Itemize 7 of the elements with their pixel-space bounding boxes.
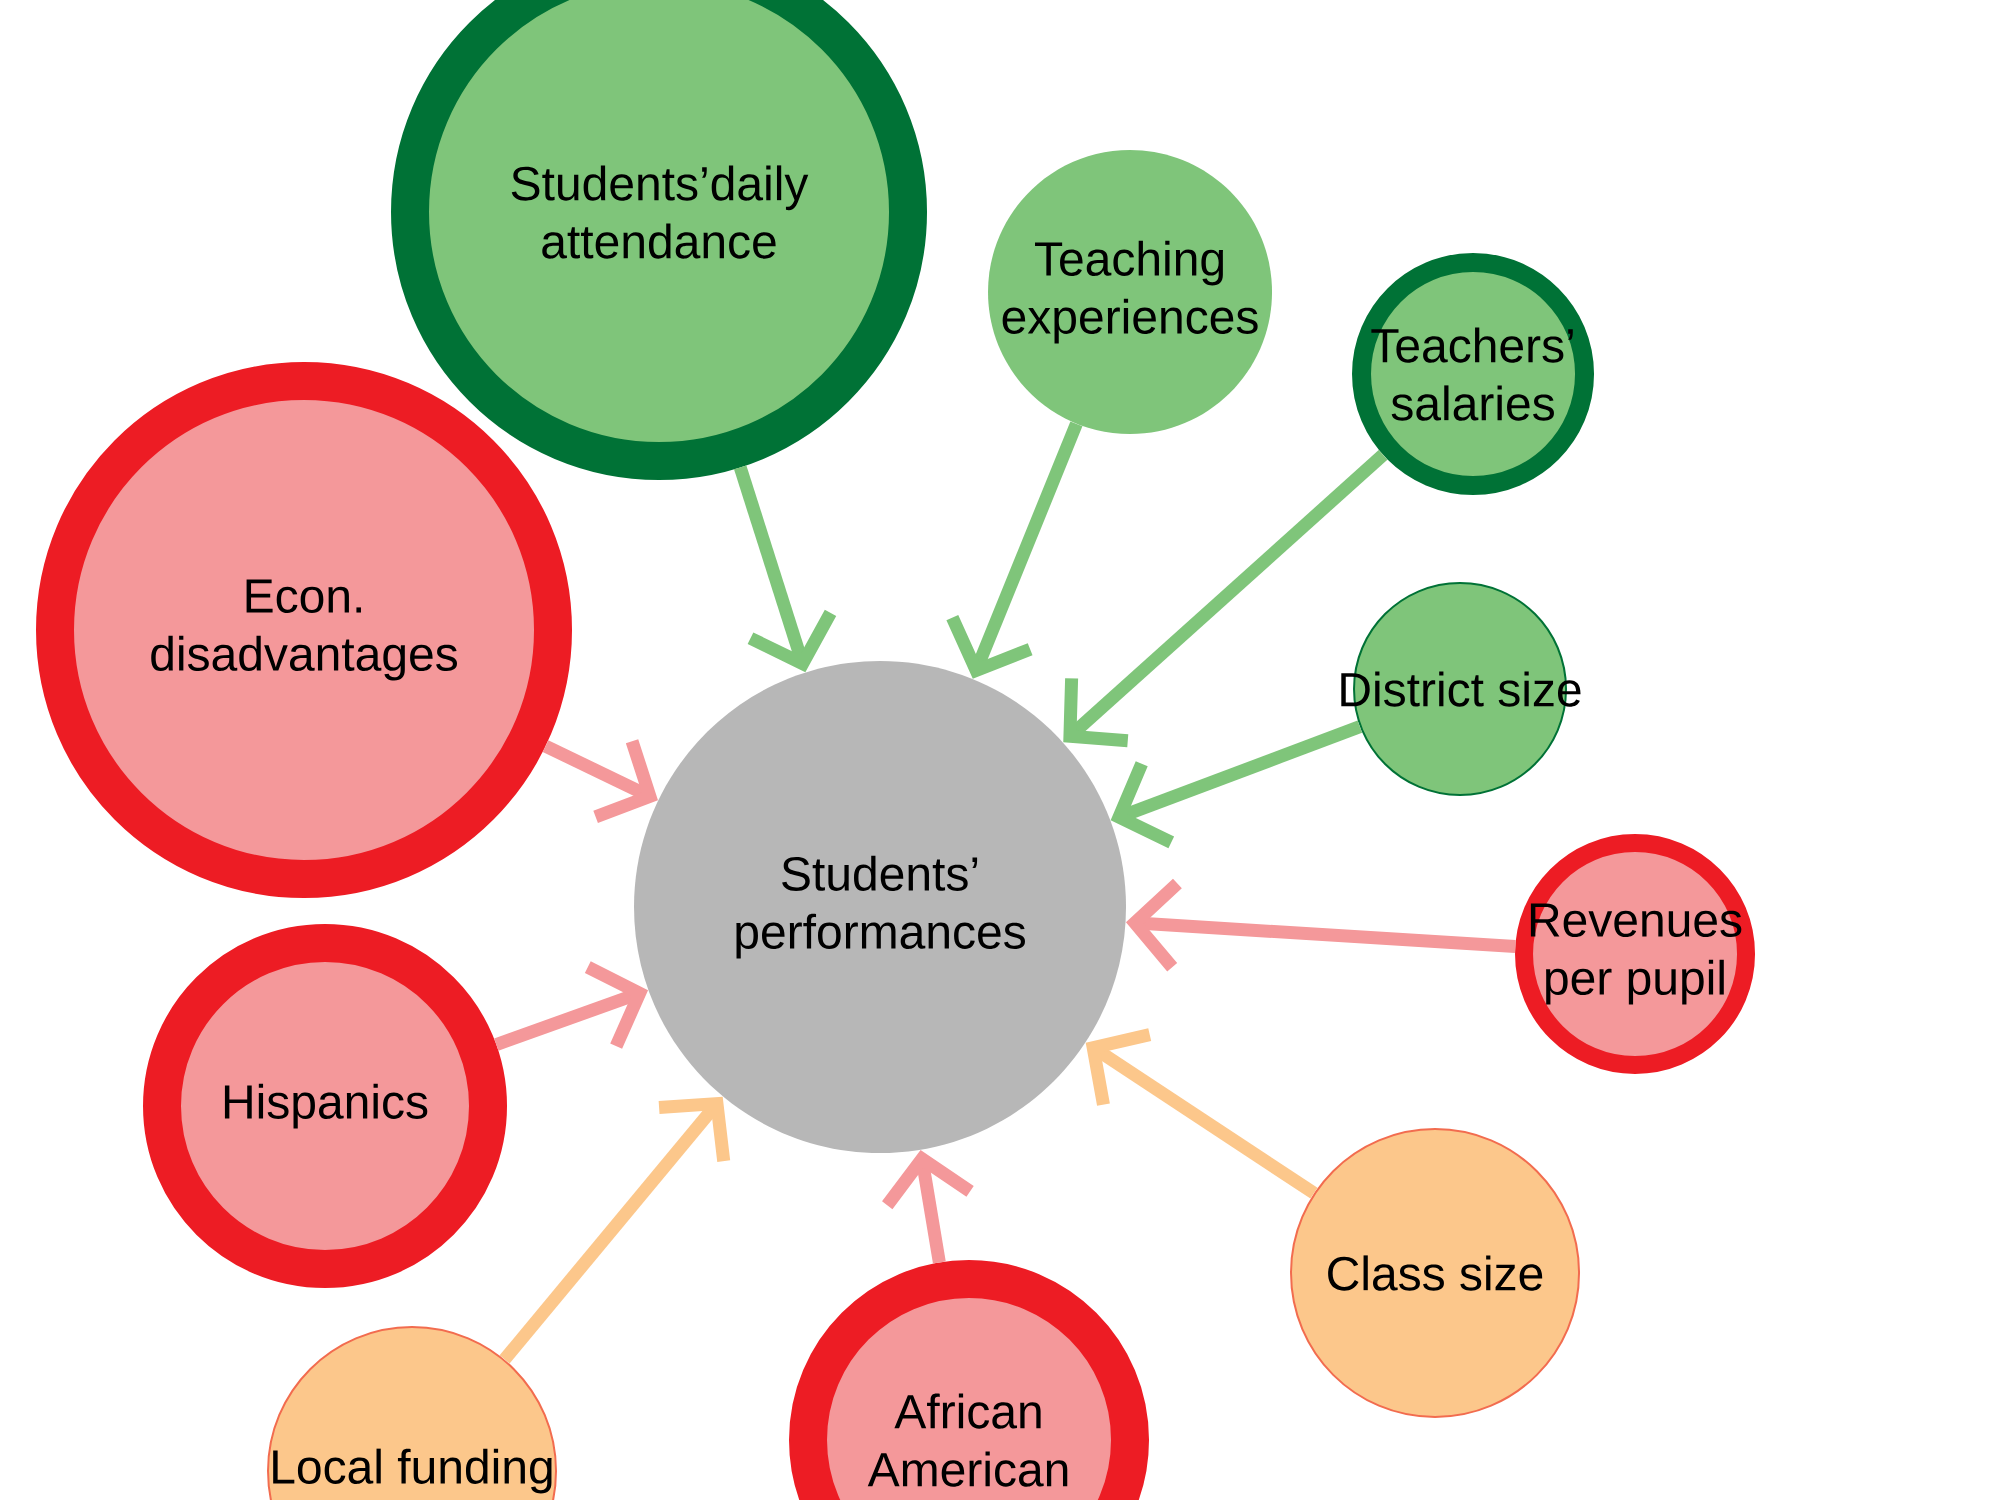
arrow (1085, 1028, 1318, 1199)
arrow (734, 465, 837, 673)
arrow (1125, 878, 1516, 972)
arrow (1110, 720, 1363, 849)
arrow (499, 1096, 731, 1364)
arrow (1063, 450, 1388, 748)
arrow (946, 421, 1083, 679)
